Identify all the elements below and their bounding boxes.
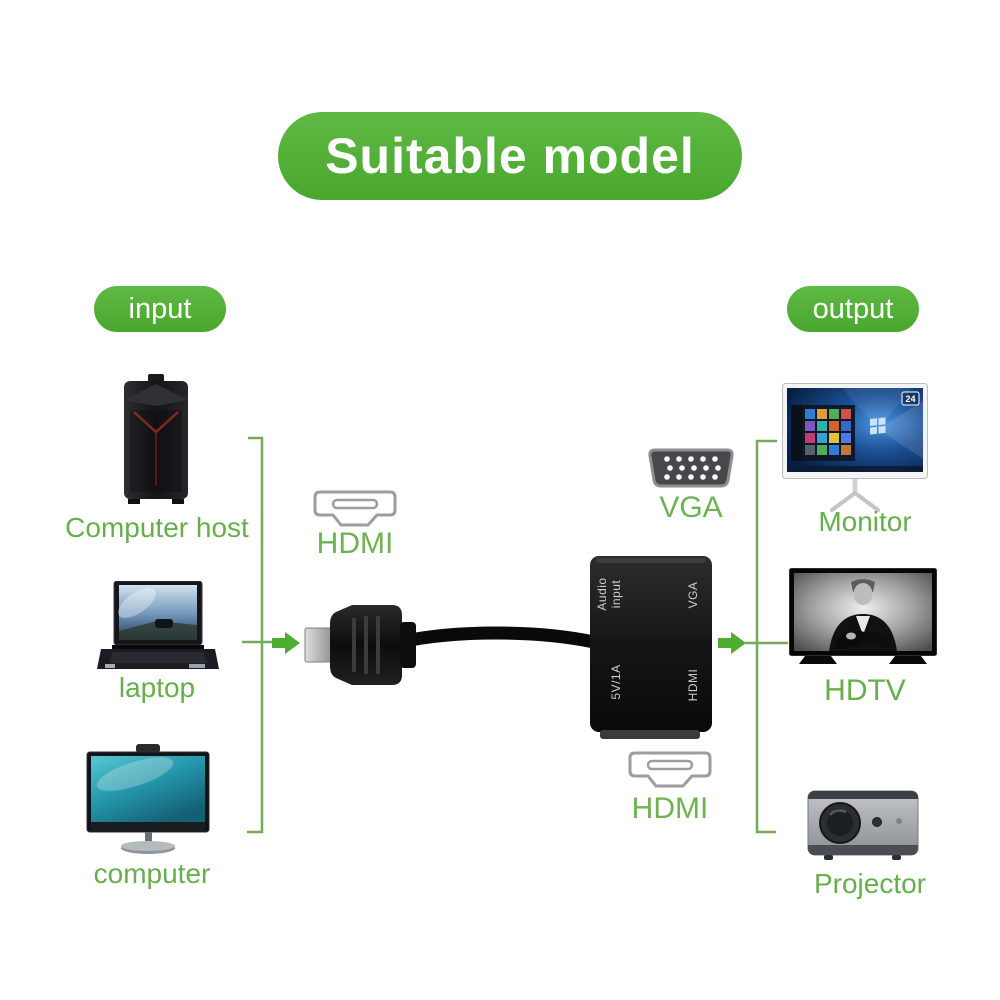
vga-port-icon: [648, 448, 734, 488]
laptop-image: [97, 581, 219, 669]
computer-image: [86, 744, 210, 854]
output-bracket-line: [755, 439, 777, 834]
input-section-badge: input: [94, 286, 226, 332]
hdmi-port-icon: [313, 490, 397, 527]
monitor-label: Monitor: [818, 506, 912, 537]
monitor-size-text: 24: [905, 394, 915, 404]
laptop-label: laptop: [118, 672, 196, 703]
vga-out-label: VGA: [659, 491, 723, 524]
monitor-size-badge: 24: [901, 391, 920, 406]
hdmi-out-label: HDMI: [631, 792, 709, 825]
hdtv-label: HDTV: [824, 674, 906, 707]
adapter-audio-port-label: Audio input: [595, 577, 623, 611]
right-arrow-icon: [718, 632, 746, 654]
hdmi-in-label: HDMI: [316, 527, 394, 560]
adapter-power-port-label: 5V/1A: [609, 664, 623, 700]
input-label: input: [128, 292, 192, 325]
projector-label: Projector: [813, 868, 927, 899]
hdmi-plug-tip: [304, 627, 334, 663]
adapter-hdmi-port-label: HDMI: [686, 668, 700, 702]
hdmi-port-icon: [628, 751, 712, 788]
input-bracket-line: [247, 436, 264, 834]
title-banner: Suitable model: [278, 112, 742, 200]
computer-host-image: [124, 374, 188, 504]
adapter-vga-port-label: VGA: [686, 581, 700, 609]
adapter-image: [304, 556, 712, 739]
output-label: output: [812, 292, 894, 325]
computer-label: computer: [93, 858, 211, 889]
right-arrow-icon: [272, 632, 300, 654]
monitor-image: 24: [782, 383, 928, 512]
adapter-cable: [393, 626, 601, 649]
projector-image: [807, 790, 919, 860]
page-title: Suitable model: [325, 128, 695, 184]
computer-host-label: Computer host: [65, 512, 249, 543]
adapter-box: [590, 556, 712, 732]
hdtv-image: [789, 568, 937, 664]
output-section-badge: output: [787, 286, 919, 332]
